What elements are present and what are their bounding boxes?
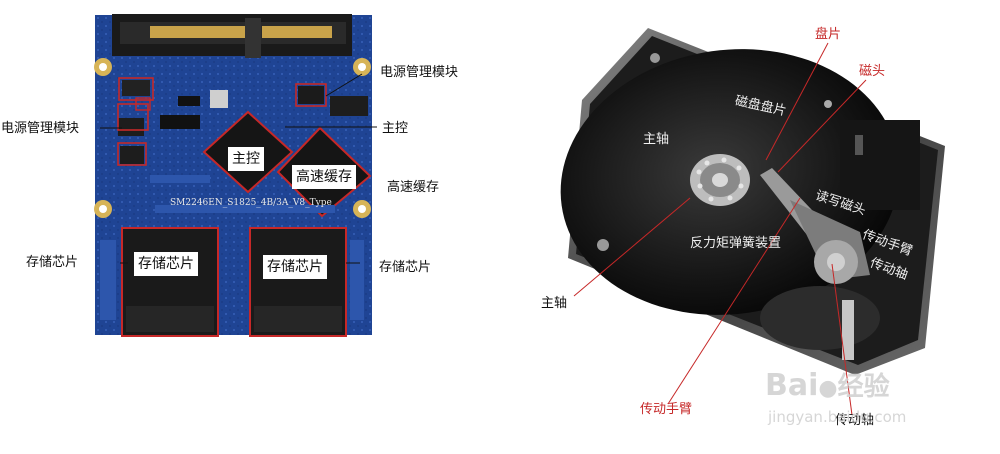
chip-storage-left-label: 存储芯片 [134,252,198,276]
watermark-url: jingyan.baidu.com [768,408,907,426]
label-pmic-right: 电源管理模块 [380,65,459,80]
hdd-leader-lines [573,42,867,416]
photo-text-spindle: 主轴 [643,132,670,147]
paw-icon: ● [818,376,838,401]
label-platter: 盘片 [815,27,842,42]
label-main: 主控 [382,121,409,136]
label-spindle: 主轴 [541,296,568,311]
watermark-brand2: 经验 [837,372,890,402]
label-arm: 传动手臂 [640,402,693,417]
chip-cache-label: 高速缓存 [292,165,356,189]
chip-main-label: 主控 [228,147,264,171]
label-storage-right: 存储芯片 [379,260,432,275]
label-pmic-left: 电源管理模块 [1,121,80,136]
watermark-brand: Bai [765,368,819,403]
label-storage-left: 存储芯片 [26,255,79,270]
chip-storage-right-label: 存储芯片 [263,255,327,279]
label-axis: 传动轴 [835,413,875,428]
label-head: 磁头 [859,64,886,79]
ssd-leader-lines [100,73,377,264]
label-cache: 高速缓存 [387,180,440,195]
photo-text-spring: 反力矩弹簧装置 [690,236,782,251]
hdd-photo [560,28,945,375]
board-print-text: SM2246EN_S1825_4B/3A_V8_Type [170,198,332,208]
baidu-watermark-logo: Bai●经验 [765,366,890,403]
